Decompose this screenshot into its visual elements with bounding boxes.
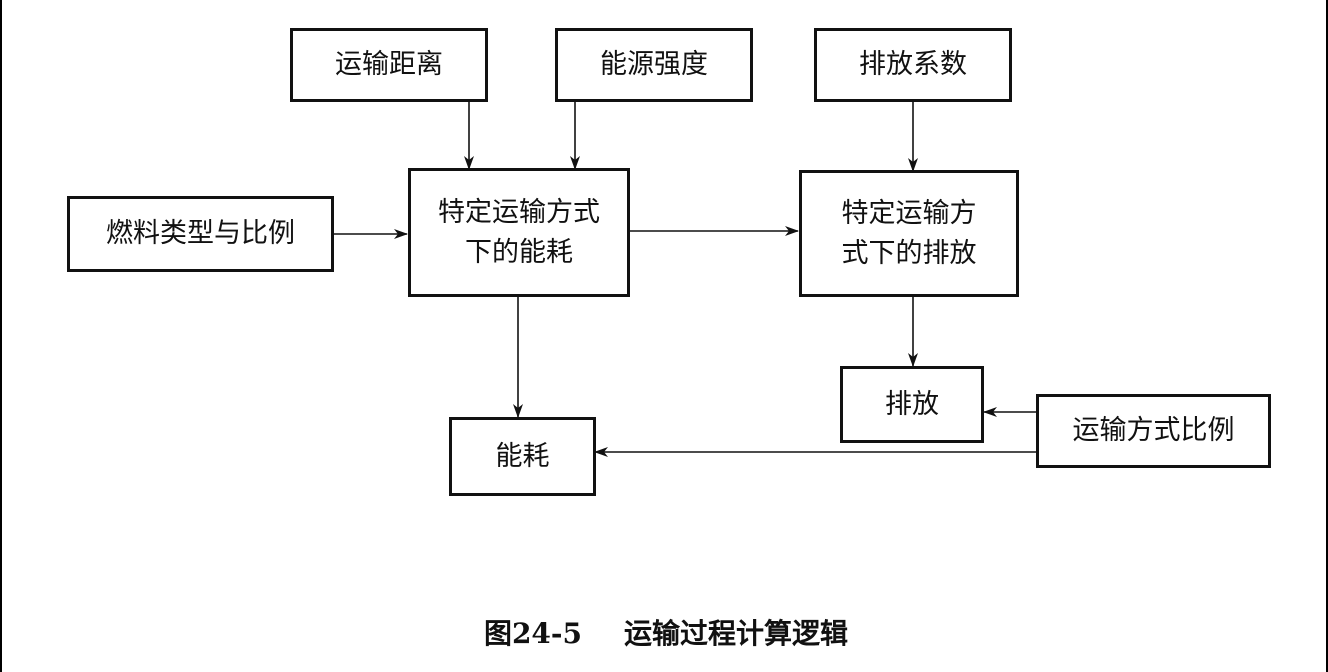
- figure-caption: 图24-5 运输过程计算逻辑: [2, 612, 1326, 652]
- node-fuel-mix: 燃料类型与比例: [67, 196, 334, 272]
- node-emission-factor-label: 排放系数: [859, 49, 967, 81]
- node-mode-share-label: 运输方式比例: [1072, 415, 1235, 447]
- node-emission-label: 排放: [885, 388, 939, 420]
- figure-title: 运输过程计算逻辑: [624, 617, 849, 650]
- node-mode-share: 运输方式比例: [1036, 394, 1271, 468]
- node-fuel-mix-label: 燃料类型与比例: [106, 218, 295, 250]
- node-mode-energy-line-1: 特定运输方式: [438, 197, 600, 229]
- node-distance: 运输距离: [290, 28, 488, 102]
- node-energy-label: 能耗: [495, 440, 550, 472]
- node-energy: 能耗: [449, 417, 596, 496]
- node-mode-energy: 特定运输方式 下的能耗: [408, 168, 630, 297]
- node-emission-factor: 排放系数: [814, 28, 1012, 102]
- figure-number: 图24-5: [483, 617, 583, 650]
- node-mode-emission: 特定运输方 式下的排放: [799, 170, 1019, 297]
- node-mode-emission-line-2: 式下的排放: [841, 237, 977, 269]
- node-mode-energy-line-2: 下的能耗: [465, 236, 573, 268]
- node-energy-intensity: 能源强度: [555, 28, 753, 102]
- node-energy-intensity-label: 能源强度: [600, 49, 708, 81]
- node-emission: 排放: [840, 366, 984, 443]
- node-mode-emission-line-1: 特定运输方: [841, 198, 977, 230]
- node-distance-label: 运输距离: [335, 49, 443, 81]
